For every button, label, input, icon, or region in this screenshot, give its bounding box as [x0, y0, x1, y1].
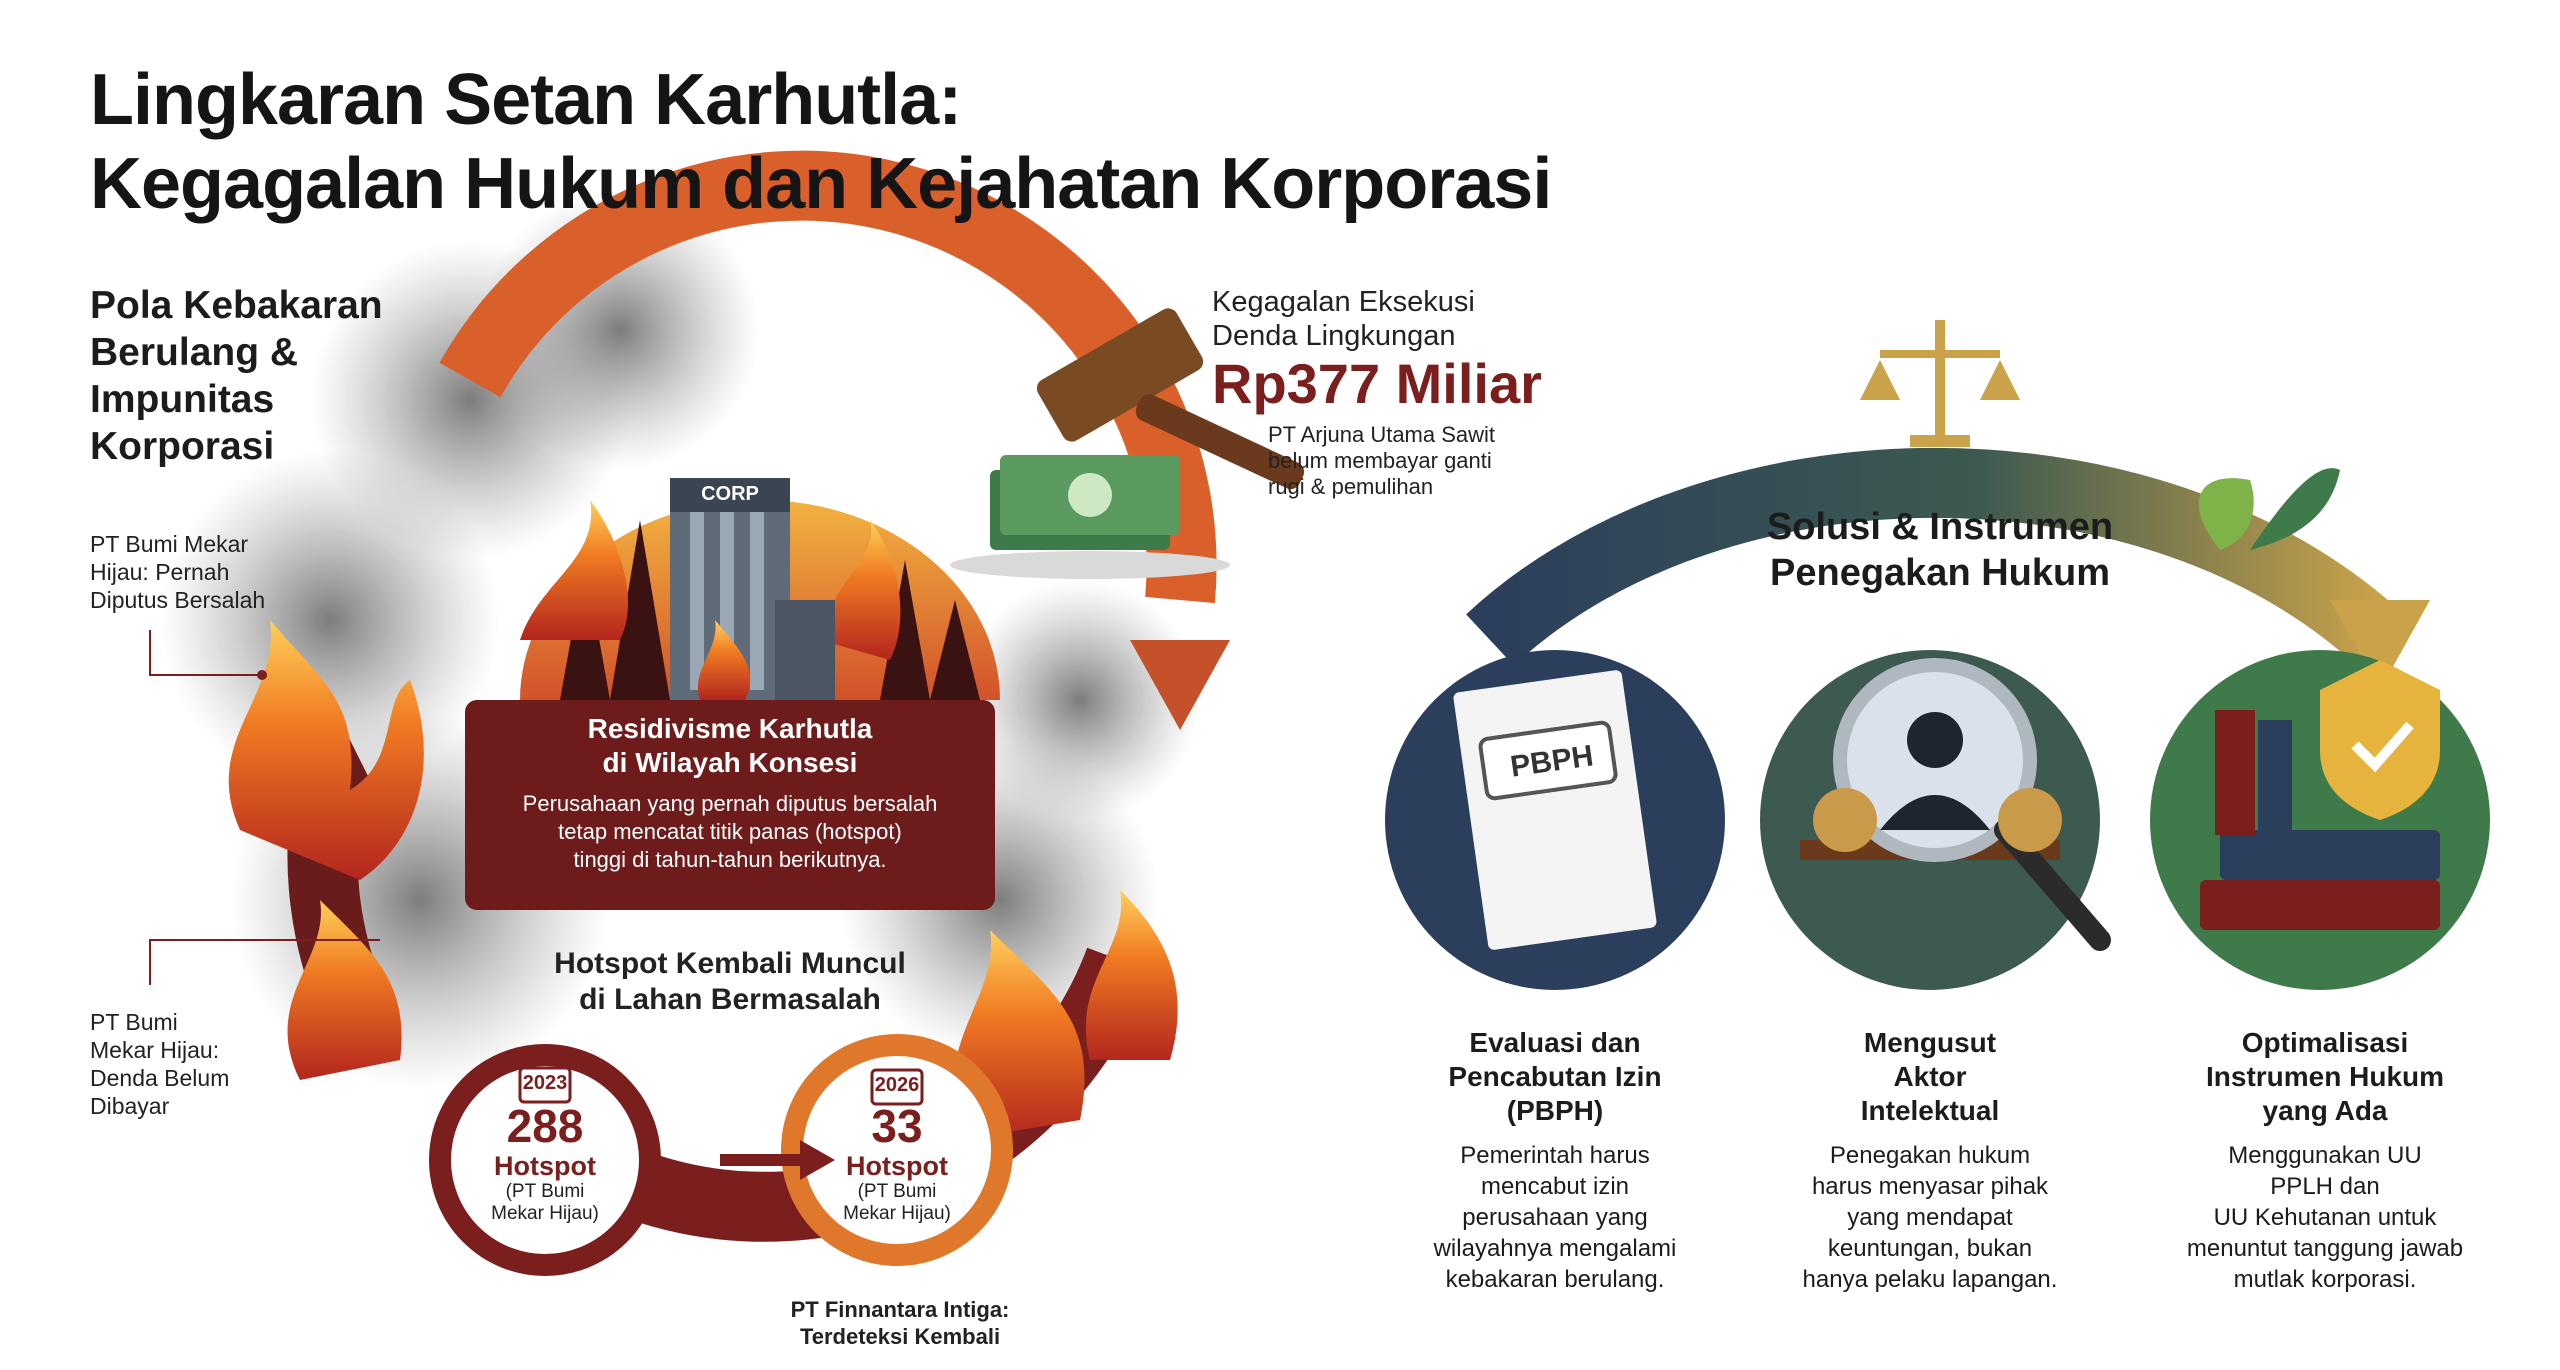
note-line: PT Bumi Mekar	[90, 531, 249, 557]
hotspot-value: 288	[506, 1100, 584, 1152]
solution-arc	[1466, 447, 2430, 690]
note-line: Mekar Hijau:	[90, 1037, 220, 1063]
solutions-heading: Solusi & Instrumen Penegakan Hukum	[1700, 504, 2180, 596]
plant-icon	[2198, 468, 2340, 550]
column-body-line: wilayahnya mengalami	[1433, 1235, 1677, 1262]
hotspot-before: 2023 288 Hotspot (PT Bumi Mekar Hijau)	[445, 1072, 645, 1225]
hotspot-value: 33	[871, 1100, 923, 1152]
solutions-heading-line: Solusi & Instrumen	[1766, 506, 2114, 548]
hotspot-after: 2026 33 Hotspot (PT Bumi Mekar Hijau)	[797, 1074, 997, 1225]
hotspot-rings	[429, 1034, 1013, 1276]
column-title-line: Optimalisasi	[2241, 1027, 2409, 1058]
money-stack-icon	[950, 455, 1230, 579]
column-body-line: yang mendapat	[1847, 1204, 2013, 1231]
books-icon	[2200, 710, 2440, 930]
note-line: PT Bumi	[90, 1009, 178, 1035]
column-title-line: Pencabutan Izin	[1448, 1061, 1662, 1092]
note-unpaid-fine: PT Bumi Mekar Hijau: Denda Belum Dibayar	[90, 1008, 229, 1120]
column-title-line: Instrumen Hukum	[2205, 1061, 2445, 1092]
solution-column-instruments: Optimalisasi Instrumen Hukum yang Ada Me…	[2160, 1026, 2490, 1295]
column-body-line: Pemerintah harus	[1460, 1142, 1650, 1169]
fine-head-line: Denda Lingkungan	[1212, 320, 1456, 352]
recidivism-card: Residivisme Karhutla di Wilayah Konsesi …	[465, 712, 995, 874]
heading-line: Pola Kebakaran	[90, 284, 383, 327]
note-line: Dibayar	[90, 1093, 170, 1119]
fine-note-line: PT Arjuna Utama Sawit	[1268, 422, 1496, 447]
note-line: PT Finnantara Intiga:	[790, 1297, 1010, 1322]
column-body-line: menuntut tanggung jawab	[2186, 1235, 2464, 1262]
fine-amount: Rp377 Miliar	[1212, 352, 1542, 415]
column-body-line: harus menyasar pihak	[1811, 1173, 2049, 1200]
column-title-line: yang Ada	[2262, 1095, 2388, 1126]
card-body-line: Perusahaan yang pernah diputus bersalah	[522, 791, 938, 816]
column-title-line: (PBPH)	[1506, 1095, 1604, 1126]
column-body-line: kebakaran berulang.	[1445, 1266, 1665, 1293]
card-title-line: Residivisme Karhutla	[587, 713, 873, 744]
column-body-line: mutlak korporasi.	[2233, 1266, 2417, 1293]
hotspot-label: Hotspot	[494, 1151, 596, 1181]
column-title-line: Mengusut	[1863, 1027, 1997, 1058]
page-title: Lingkaran Setan Karhutla: Kegagalan Huku…	[90, 58, 1552, 226]
column-body-line: Penegakan hukum	[1829, 1142, 2031, 1169]
solutions-heading-line: Penegakan Hukum	[1770, 552, 2110, 594]
column-body-line: perusahaan yang	[1462, 1204, 1648, 1231]
hotspot-label: Hotspot	[846, 1151, 948, 1181]
fine-head-line: Kegagalan Eksekusi	[1212, 286, 1475, 318]
hotspot-heading-line: di Lahan Bermasalah	[579, 983, 881, 1016]
note-line: Terdeteksi Kembali	[799, 1324, 1001, 1349]
fine-block: Kegagalan Eksekusi Denda Lingkungan Rp37…	[1212, 285, 1542, 415]
column-title-line: Intelektual	[1860, 1095, 2000, 1126]
fire-icon	[697, 620, 751, 700]
fine-note: PT Arjuna Utama Sawit belum membayar gan…	[1268, 422, 1495, 500]
corp-label: CORP	[701, 483, 759, 505]
scales-icon	[1860, 320, 2020, 447]
heading-line: Korporasi	[90, 425, 275, 468]
gavel-icon	[1036, 308, 1305, 490]
solution-column-actors: Mengusut Aktor Intelektual Penegakan huk…	[1775, 1026, 2085, 1295]
column-body-line: UU Kehutanan untuk	[2213, 1204, 2437, 1231]
fine-note-line: belum membayar ganti	[1268, 448, 1492, 473]
heading-line: Berulang &	[90, 331, 299, 374]
note-line: Denda Belum	[90, 1065, 230, 1091]
column-title-line: Aktor	[1893, 1061, 1967, 1092]
left-panel-heading: Pola Kebakaran Berulang & Impunitas Korp…	[90, 282, 383, 470]
recurrence-note: PT Finnantara Intiga: Terdeteksi Kembali	[740, 1296, 1060, 1350]
hotspot-sub: Mekar Hijau)	[843, 1203, 951, 1224]
card-body-line: tinggi di tahun-tahun berikutnya.	[573, 847, 887, 872]
hotspot-heading-line: Hotspot Kembali Muncul	[554, 947, 906, 980]
column-body-line: hanya pelaku lapangan.	[1802, 1266, 2058, 1293]
card-body-line: tetap mencatat titik panas (hotspot)	[558, 819, 902, 844]
fine-note-line: rugi & pemulihan	[1268, 474, 1434, 499]
column-title-line: Evaluasi dan	[1469, 1027, 1641, 1058]
calendar-icon: 2026	[874, 1074, 920, 1096]
hotspot-sub: (PT Bumi	[857, 1181, 937, 1202]
money-bag-icon	[1813, 788, 2062, 852]
calendar-icon: 2023	[522, 1072, 568, 1094]
solution-column-permit: Evaluasi dan Pencabutan Izin (PBPH) Peme…	[1400, 1026, 1710, 1295]
note-line: Hijau: Pernah	[90, 559, 230, 585]
title-line-2: Kegagalan Hukum dan Kejahatan Korporasi	[90, 144, 1552, 224]
column-body-line: mencabut izin	[1480, 1173, 1630, 1200]
hotspot-heading: Hotspot Kembali Muncul di Lahan Bermasal…	[500, 946, 960, 1018]
card-title-line: di Wilayah Konsesi	[602, 747, 858, 778]
hotspot-sub: (PT Bumi	[505, 1181, 585, 1202]
column-body-line: keuntungan, bukan	[1827, 1235, 2033, 1262]
document-icon	[1453, 670, 1657, 950]
column-body-line: PPLH dan	[2270, 1173, 2380, 1200]
note-guilty-verdict: PT Bumi Mekar Hijau: Pernah Diputus Bers…	[90, 530, 265, 614]
heading-line: Impunitas	[90, 378, 275, 421]
title-line-1: Lingkaran Setan Karhutla:	[90, 60, 962, 140]
hotspot-sub: Mekar Hijau)	[491, 1203, 599, 1224]
note-line: Diputus Bersalah	[90, 587, 266, 613]
flames	[228, 620, 1178, 1140]
column-body-line: Menggunakan UU	[2228, 1142, 2422, 1169]
shield-check-icon	[2320, 660, 2440, 820]
recidivism-card-bg	[465, 700, 995, 910]
